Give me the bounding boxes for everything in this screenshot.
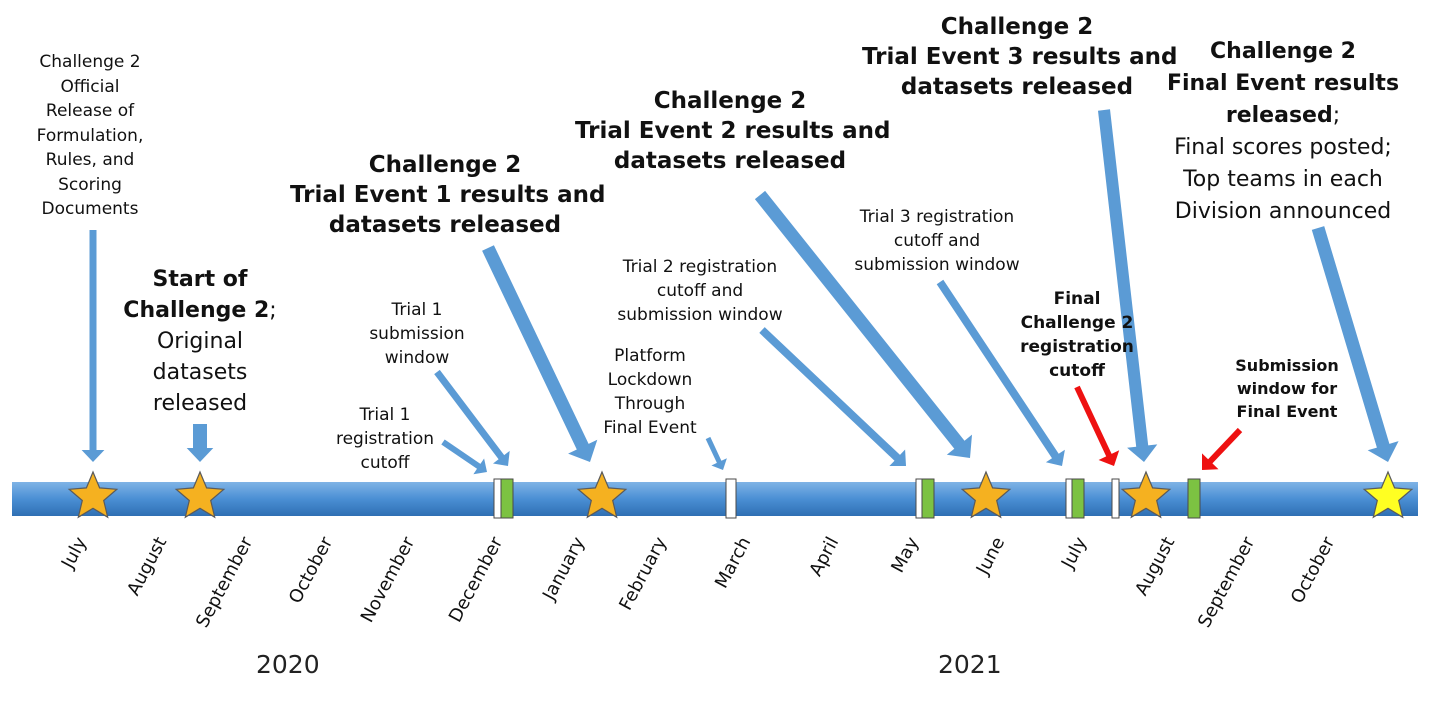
trial1-cutoff-label: Trial 1 registration cutoff bbox=[335, 405, 435, 473]
marker-platform-lockdown bbox=[725, 478, 737, 519]
star-trial3-results bbox=[1120, 470, 1172, 519]
marker-trial3-window bbox=[1071, 478, 1085, 519]
marker-final-registration bbox=[1111, 478, 1120, 519]
start-challenge-label: Start of Challenge 2; Original datasets … bbox=[123, 267, 277, 416]
arrow-start bbox=[186, 424, 214, 462]
marker-trial1-cutoff bbox=[493, 478, 502, 519]
marker-trial3-cutoff bbox=[1065, 478, 1073, 519]
star-trial1-results bbox=[576, 470, 628, 519]
marker-trial1-window bbox=[500, 478, 514, 519]
star-trial2-results bbox=[960, 470, 1012, 519]
timeline-bar bbox=[12, 482, 1418, 516]
final-window-label: Submission window for Final Event bbox=[1235, 356, 1339, 421]
final-registration-label: Final Challenge 2 registration cutoff bbox=[1020, 289, 1134, 381]
arrow-trial3-results bbox=[1098, 109, 1158, 463]
arrow-trial2-registration bbox=[759, 327, 906, 466]
final-results-label: Challenge 2 Final Event results released… bbox=[1166, 39, 1400, 224]
arrow-trial1-results bbox=[482, 245, 598, 462]
arrow-platform-lockdown bbox=[705, 436, 727, 470]
trial3-results-label: Challenge 2 Trial Event 3 results and da… bbox=[862, 14, 1178, 100]
arrow-trial1-cutoff bbox=[441, 439, 487, 475]
official-release-label: Challenge 2 Official Release of Formulat… bbox=[36, 52, 144, 219]
trial1-results-label: Challenge 2 Trial Event 1 results and da… bbox=[290, 152, 606, 238]
arrow-final-window bbox=[1202, 427, 1243, 470]
marker-trial2-window bbox=[921, 478, 935, 519]
arrow-trial3-registration bbox=[936, 279, 1065, 466]
arrow-trial1-window bbox=[434, 369, 510, 466]
arrow-final-results bbox=[1311, 226, 1399, 462]
arrow-trial2-results bbox=[754, 190, 972, 458]
marker-final-window bbox=[1187, 478, 1201, 519]
trial2-registration-label: Trial 2 registration cutoff and submissi… bbox=[617, 257, 783, 325]
trial3-registration-label: Trial 3 registration cutoff and submissi… bbox=[854, 207, 1020, 275]
arrow-official-release bbox=[81, 230, 105, 462]
year-2020: 2020 bbox=[256, 650, 320, 679]
arrow-final-registration bbox=[1074, 385, 1120, 466]
star-official-release bbox=[67, 470, 119, 519]
year-2021: 2021 bbox=[938, 650, 1002, 679]
trial1-window-label: Trial 1 submission window bbox=[369, 300, 465, 368]
star-start bbox=[174, 470, 226, 519]
marker-trial2-cutoff bbox=[915, 478, 923, 519]
star-final-results bbox=[1362, 470, 1414, 519]
trial2-results-label: Challenge 2 Trial Event 2 results and da… bbox=[575, 88, 891, 174]
platform-lockdown-label: Platform Lockdown Through Final Event bbox=[603, 346, 697, 438]
